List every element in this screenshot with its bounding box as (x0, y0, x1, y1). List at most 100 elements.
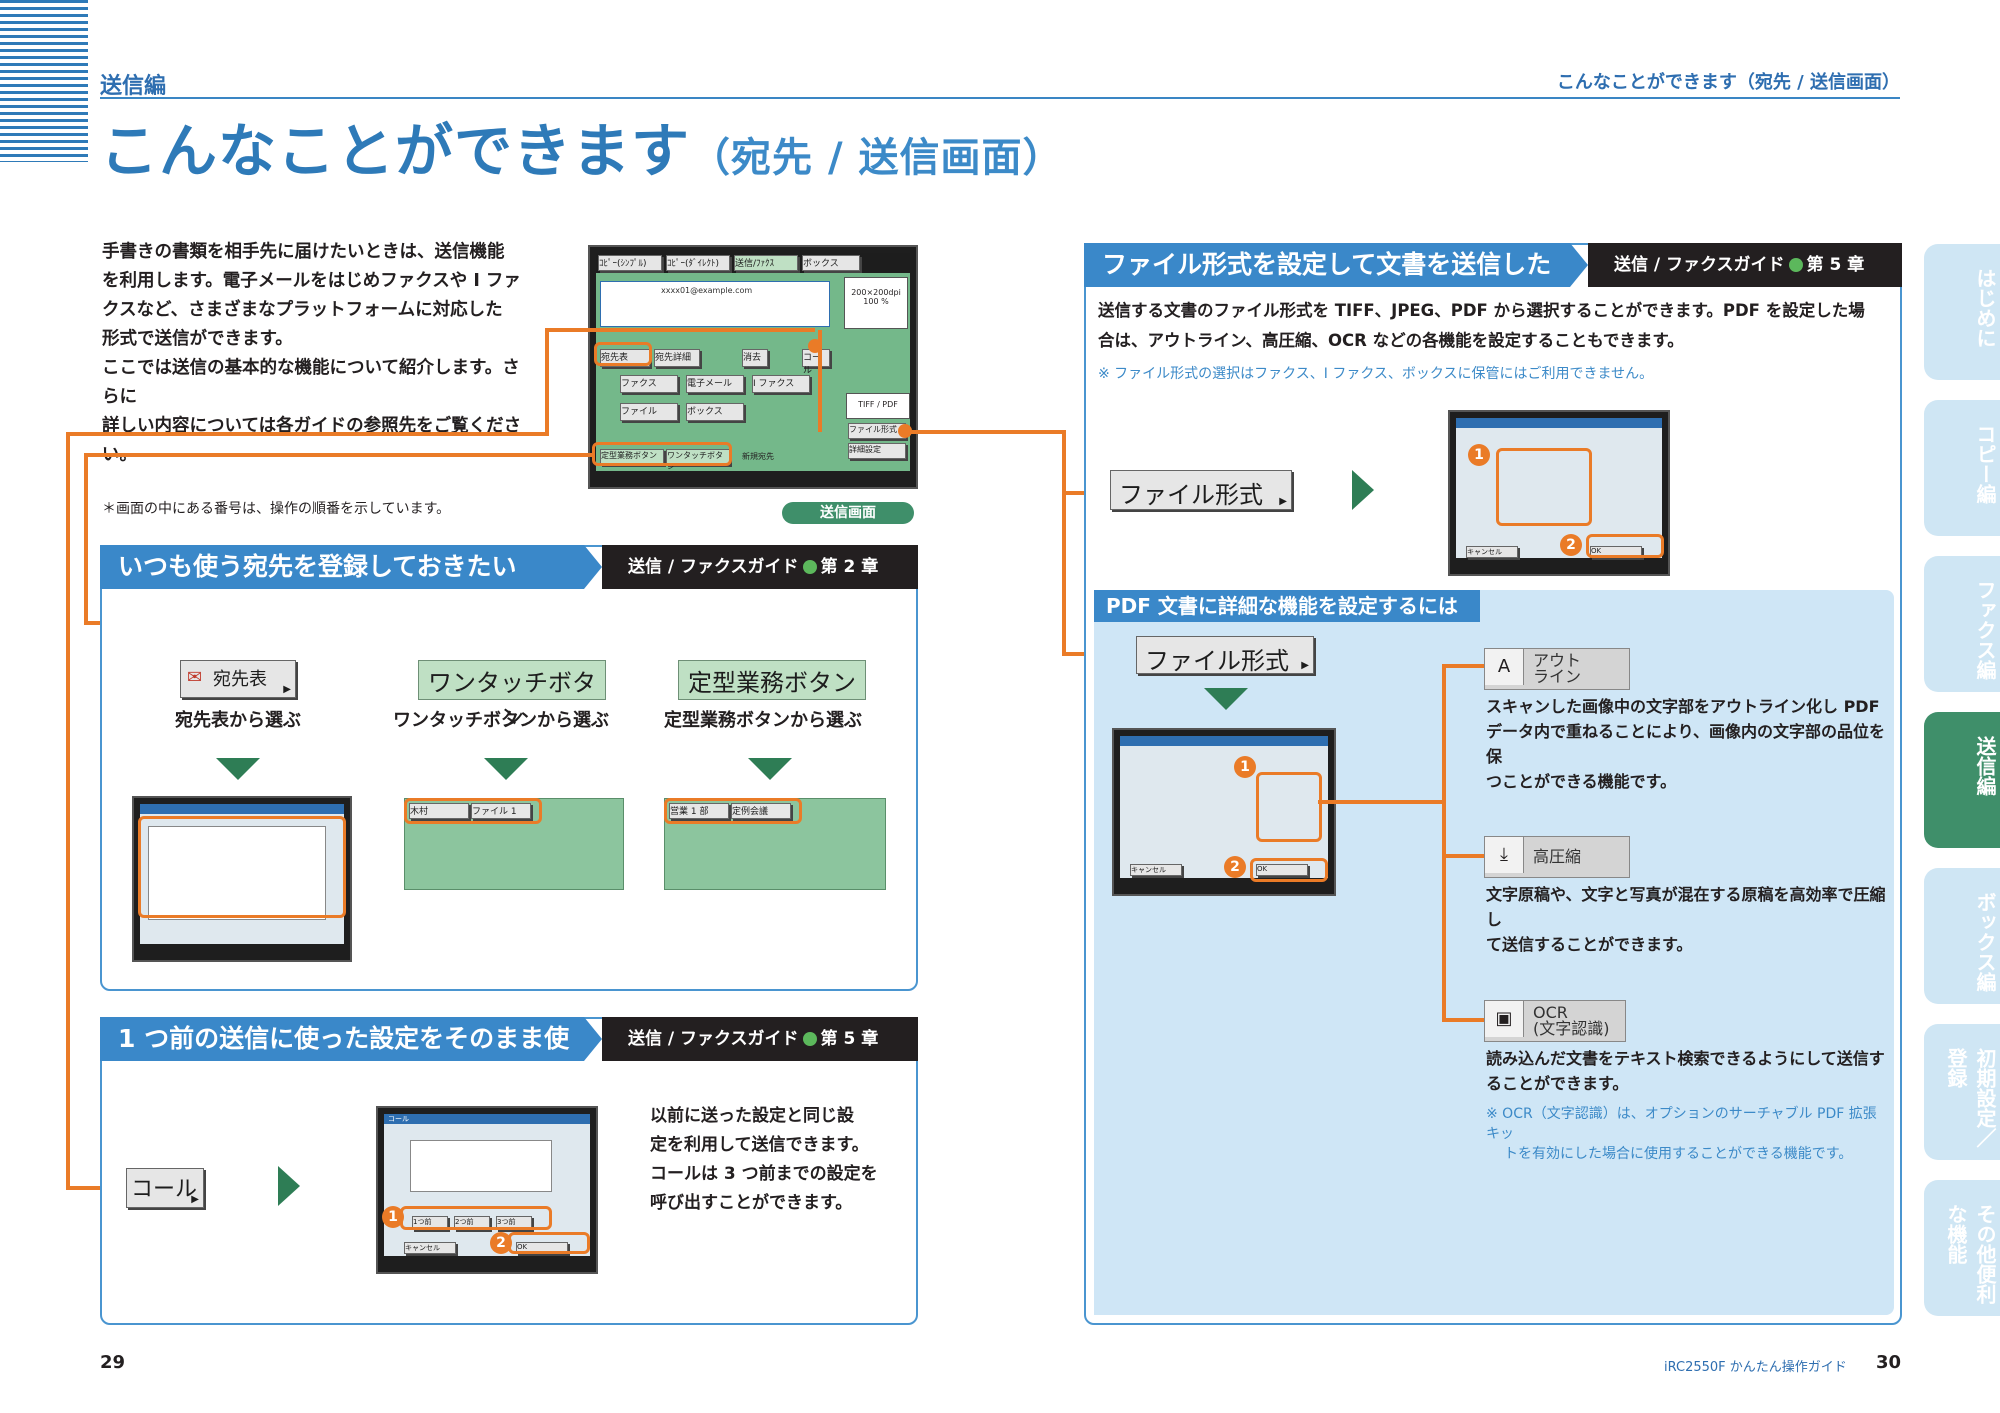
pdf-format-cancel[interactable]: キャンセル (1130, 864, 1182, 876)
send-screen-label: 送信画面 (782, 502, 914, 524)
highlight-pdf-ok (1250, 858, 1328, 882)
tab-box[interactable]: ボックス (802, 255, 860, 271)
new-address-label[interactable]: 新規宛先 (742, 452, 774, 461)
box3-guide-label: 送信 / ファクスガイド (1614, 255, 1785, 275)
connector-line (84, 453, 594, 457)
side-tab-intro[interactable]: はじめに (1924, 244, 2000, 380)
box2-guide-label: 送信 / ファクスガイド (628, 1029, 799, 1049)
box1-guide: 送信 / ファクスガイド第 2 章 (602, 545, 918, 589)
side-tab-send[interactable]: 送信編 (1924, 712, 2000, 848)
highlight-address-book (594, 342, 652, 366)
type-fax[interactable]: ファクス (620, 375, 678, 393)
type-email[interactable]: 電子メール (686, 375, 744, 393)
address-book-button[interactable]: ✉ 宛先表 ▶ (180, 660, 296, 698)
intro-line: 詳しい内容については各ガイドの参照先をご覧ください。 (102, 416, 522, 465)
ocr-button[interactable]: ▣ OCR(文字認識) (1484, 1000, 1626, 1042)
type-file[interactable]: ファイル (620, 403, 678, 421)
tab-copy-direct[interactable]: ｺﾋﾟｰ(ﾀﾞｲﾚｸﾄ) (666, 255, 730, 271)
compress-desc-line: 文字原稿や、文字と写真が混在する原稿を高効率で圧縮し (1486, 885, 1886, 929)
page-title-main: こんなことができます (100, 117, 691, 185)
detail-settings-button[interactable]: 詳細設定 (848, 443, 906, 459)
page-title-sub: （宛先 / 送信画面） (690, 135, 1064, 181)
one-touch-button-small[interactable]: ワンタッチボタン (666, 449, 730, 471)
tab-copy-simple[interactable]: ｺﾋﾟｰ(ｼﾝﾌﾟﾙ) (598, 255, 662, 271)
tab-send-fax[interactable]: 送信/ﾌｧｸｽ (734, 255, 798, 271)
ocr-label-1: OCR (1533, 1003, 1568, 1022)
box2-title-arrow (584, 1017, 602, 1061)
address-book-list (148, 826, 326, 920)
highlight-one-touch (404, 798, 542, 824)
step-1-badge: 1 (1234, 756, 1256, 778)
one-touch-entry[interactable]: ファイル 1 (471, 803, 531, 819)
arrow-down-icon (1204, 688, 1248, 710)
pdf-format-ok[interactable]: OK (1256, 864, 1308, 876)
step-2-badge: 2 (490, 1232, 512, 1254)
side-tab-fax[interactable]: ファクス編 (1924, 556, 2000, 692)
compress-button[interactable]: ⤓ 高圧縮 (1484, 836, 1630, 878)
call-desc-line: 定を利用して送信できます。 (650, 1135, 869, 1155)
outline-label-1: アウト (1533, 651, 1582, 670)
call-desc-line: 呼び出すことができます。 (650, 1193, 853, 1213)
ocr-icon: ▣ (1485, 1001, 1524, 1037)
address-list: xxxx01@example.com (600, 281, 830, 327)
call-button[interactable]: コール ▶ (126, 1168, 204, 1208)
delete-button[interactable]: 消去 (742, 349, 768, 367)
call-button-small[interactable]: コール (802, 349, 830, 376)
type-box[interactable]: ボックス (686, 403, 744, 421)
connector-line (66, 432, 549, 436)
side-tab-copy[interactable]: コピー編 (1924, 400, 2000, 536)
step-1-badge: 1 (382, 1206, 404, 1228)
settings-panel: 200×200dpi 100 % (844, 277, 908, 329)
one-touch-button[interactable]: ワンタッチボタン (418, 660, 606, 732)
call-desc-line: 以前に送った設定と同じ設 (650, 1106, 854, 1126)
address-entry[interactable]: xxxx01@example.com (661, 286, 753, 295)
header-rule (100, 97, 1900, 99)
highlight-format-options (1496, 448, 1592, 526)
one-touch-entry[interactable]: 木村 (409, 803, 469, 819)
file-format-button[interactable]: ファイル形式 ▶ (1110, 470, 1292, 510)
page-title: こんなことができます（宛先 / 送信画面） (100, 104, 1063, 188)
address-detail-button[interactable]: 宛先詳細 (654, 349, 700, 367)
ocr-desc-line: ることができます。 (1486, 1074, 1629, 1093)
call-screen: コール 1つ前 2つ前 3つ前 キャンセル OK (376, 1106, 598, 1274)
routine-entry[interactable]: 営業 1 部 (669, 803, 729, 819)
pdf-file-format-button[interactable]: ファイル形式 ▶ (1136, 636, 1314, 675)
arrow-down-icon (748, 758, 792, 780)
guide-dot-icon (1788, 258, 1803, 272)
arrow-right-icon (1352, 470, 1374, 510)
triangle-right-icon: ▶ (1279, 496, 1287, 507)
type-ifax[interactable]: I ファクス (752, 375, 810, 393)
format-cancel[interactable]: キャンセル (1466, 546, 1518, 558)
connector-line (1442, 664, 1484, 668)
side-tab-settings[interactable]: 初期設定／登録 (1924, 1024, 2000, 1160)
caption-one-touch: ワンタッチボタンから選ぶ (393, 710, 609, 731)
caption-address-book: 宛先表から選ぶ (175, 710, 301, 731)
connector-line (66, 432, 70, 1188)
outline-desc-line: スキャンした画像中の文字部をアウトライン化し PDF (1486, 697, 1880, 716)
outline-button[interactable]: A アウトライン (1484, 648, 1630, 690)
connector-line (545, 328, 549, 436)
routine-button[interactable]: 定型業務ボタン (678, 660, 866, 700)
file-format-button-small[interactable]: ファイル形式 (848, 423, 906, 439)
box1-chapter: 第 2 章 (820, 557, 879, 577)
call-cancel[interactable]: キャンセル (404, 1242, 456, 1254)
connector-line (905, 430, 1065, 434)
box1-title: いつも使う宛先を登録しておきたい (100, 545, 584, 589)
connector-line (818, 330, 822, 432)
side-tab-other[interactable]: その他便利な機能 (1924, 1180, 2000, 1316)
connector-line (1318, 800, 1444, 804)
file-format-desc-line: 合は、アウトライン、高圧縮、OCR などの各機能を設定することもできます。 (1098, 331, 1684, 350)
routine-entry[interactable]: 定例会議 (731, 803, 791, 819)
intro-text: 手書きの書類を相手先に届けたいときは、送信機能 を利用します。電子メールをはじめ… (102, 238, 522, 470)
triangle-right-icon: ▶ (283, 684, 291, 695)
highlight-format-ok (1586, 534, 1664, 558)
step-1-badge: 1 (1468, 444, 1490, 466)
connector-line (66, 1186, 126, 1190)
outline-description: スキャンした画像中の文字部をアウトライン化し PDF データ内で重ねることにより… (1486, 694, 1886, 794)
page-number-left: 29 (100, 1352, 126, 1373)
box3-title: ファイル形式を設定して文書を送信したい (1084, 243, 1570, 323)
side-tab-box[interactable]: ボックス編 (1924, 868, 2000, 1004)
step-2-badge: 2 (1560, 534, 1582, 556)
step-2-badge: 2 (1224, 856, 1246, 878)
box3-guide: 送信 / ファクスガイド第 5 章 (1588, 243, 1902, 287)
